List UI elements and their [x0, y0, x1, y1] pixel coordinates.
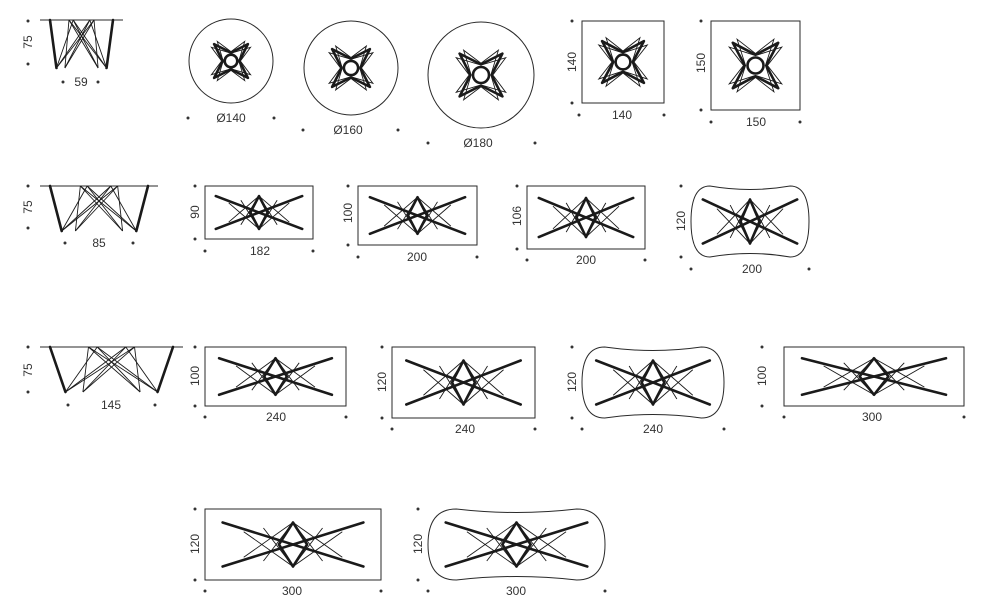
width-label: 240 — [266, 410, 286, 424]
height-label: 106 — [510, 206, 524, 226]
width-label: 145 — [101, 398, 121, 412]
drawing-rect-300x100: 300 100 — [755, 345, 966, 424]
width-label: 300 — [506, 584, 526, 598]
drawing-rect-182x90: 182 90 — [188, 184, 315, 258]
drawing-elev-85: 85 75 — [21, 184, 158, 250]
height-label: 75 — [21, 35, 35, 49]
height-label: 100 — [188, 366, 202, 386]
height-label: 75 — [21, 200, 35, 214]
width-label: 240 — [643, 422, 663, 436]
diameter-label: Ø180 — [463, 136, 493, 150]
drawing-square-140: 140 140 — [565, 19, 666, 122]
width-label: 59 — [74, 75, 88, 89]
drawing-barrel-300x120: 300 120 — [411, 507, 607, 598]
height-label: 140 — [565, 52, 579, 72]
diameter-label: Ø140 — [216, 111, 246, 125]
width-label: 200 — [576, 253, 596, 267]
width-label: 300 — [862, 410, 882, 424]
width-label: 140 — [612, 108, 632, 122]
height-label: 120 — [565, 372, 579, 392]
drawing-rect-240x100: 240 100 — [188, 345, 348, 424]
drawing-square-150: 150 150 — [694, 19, 802, 129]
drawing-rect-200x100: 200 100 — [341, 184, 479, 264]
drawing-rect-300x120: 300 120 — [188, 507, 383, 598]
height-label: 75 — [21, 363, 35, 377]
width-label: 300 — [282, 584, 302, 598]
width-label: 200 — [407, 250, 427, 264]
height-label: 120 — [674, 211, 688, 231]
drawing-elev-59: 59 75 — [21, 18, 123, 89]
height-label: 100 — [755, 366, 769, 386]
height-label: 120 — [411, 534, 425, 554]
width-label: 182 — [250, 244, 270, 258]
drawing-round-140: Ø140 — [186, 18, 276, 125]
width-label: 85 — [92, 236, 106, 250]
height-label: 150 — [694, 53, 708, 73]
width-label: 240 — [455, 422, 475, 436]
height-label: 120 — [375, 372, 389, 392]
height-label: 100 — [341, 203, 355, 223]
width-label: 200 — [742, 262, 762, 276]
drawing-barrel-200x120: 200 120 — [674, 184, 811, 276]
drawing-elev-145: 145 75 — [21, 345, 183, 412]
drawing-round-160: Ø160 — [301, 20, 400, 137]
drawing-barrel-240x120: 240 120 — [565, 345, 726, 436]
width-label: 150 — [746, 115, 766, 129]
height-label: 120 — [188, 534, 202, 554]
drawing-rect-200x106: 200 106 — [510, 184, 647, 267]
height-label: 90 — [188, 205, 202, 219]
drawing-round-180: Ø180 — [426, 21, 537, 150]
diameter-label: Ø160 — [333, 123, 363, 137]
drawing-rect-240x120: 240 120 — [375, 345, 537, 436]
